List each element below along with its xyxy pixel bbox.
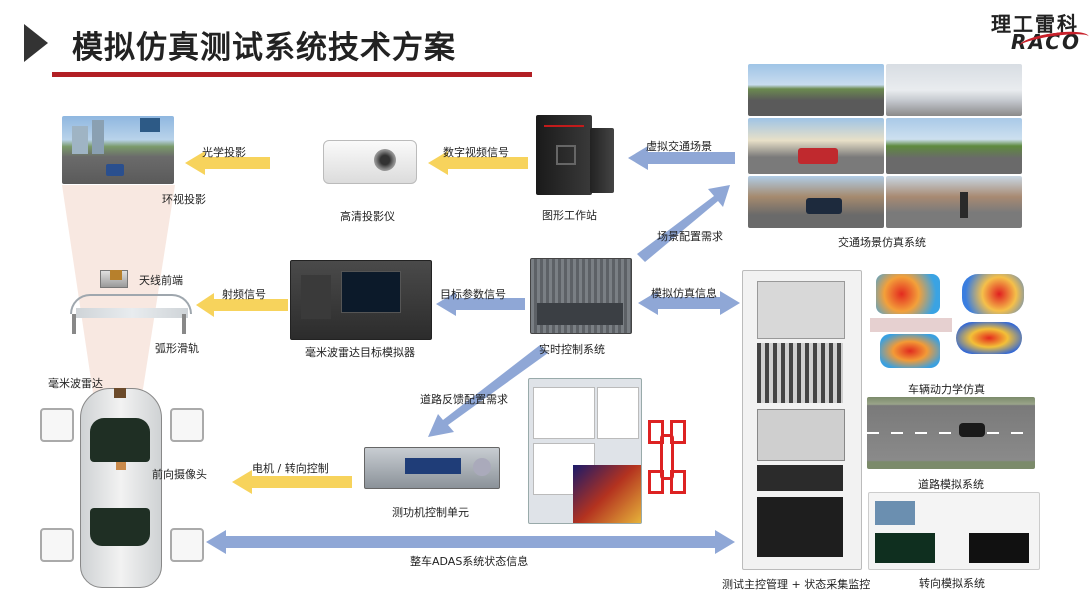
title-underline (52, 72, 532, 77)
vehicle-dynamics-image (866, 270, 1030, 374)
scene-tile-1 (748, 64, 884, 116)
arrow-optical-projection (185, 151, 270, 175)
traffic-scene-grid (748, 64, 1022, 228)
scene-tile-5 (748, 176, 884, 228)
page-title: 模拟仿真测试系统技术方案 (72, 30, 456, 66)
label-mmw-radar-target-sim: 毫米波雷达目标模拟器 (305, 346, 415, 359)
car-top-view-image (30, 378, 210, 590)
label-vehicle-dynamics: 车辆动力学仿真 (908, 383, 985, 396)
road-sim-image (867, 397, 1035, 469)
logo-en: RACO (1011, 30, 1081, 54)
arrow-adas-status (206, 530, 735, 554)
label-road-feedback-demand: 道路反馈配置需求 (420, 393, 508, 406)
label-virtual-traffic-scene: 虚拟交通场景 (646, 140, 712, 153)
label-front-camera: 前向摄像头 (152, 468, 207, 481)
graphics-workstation-image-2 (590, 128, 614, 193)
title-chevron-icon (24, 24, 48, 62)
label-rf-signal: 射频信号 (222, 288, 266, 301)
label-scene-config-demand: 场景配置需求 (657, 230, 723, 243)
arrow-virtual-scene (628, 146, 735, 170)
label-road-sim: 道路模拟系统 (918, 478, 984, 491)
arc-rail-image (70, 270, 192, 334)
arrow-motor-control (232, 470, 352, 494)
label-graphics-workstation: 图形工作站 (542, 209, 597, 222)
hd-projector-image (323, 140, 417, 184)
label-optical-projection: 光学投影 (202, 146, 246, 159)
label-realtime-control: 实时控制系统 (539, 343, 605, 356)
realtime-control-image (530, 258, 632, 334)
software-screenshot-image (528, 378, 642, 524)
label-traffic-scene-sim: 交通场景仿真系统 (838, 236, 926, 249)
scene-tile-4 (886, 118, 1022, 174)
label-target-param-signal: 目标参数信号 (440, 288, 506, 301)
scene-tile-6 (886, 176, 1022, 228)
chassis-diagram-image (646, 414, 686, 494)
surround-projection-image (62, 116, 174, 184)
label-steering-sim: 转向模拟系统 (919, 577, 985, 590)
mmw-radar-simulator-image (290, 260, 432, 340)
logo-cn: 理工雷科 (991, 12, 1079, 36)
steering-sim-image (868, 492, 1040, 570)
graphics-workstation-image (536, 115, 592, 195)
label-mmw-radar: 毫米波雷达 (48, 377, 103, 390)
label-digital-video-signal: 数字视频信号 (443, 146, 509, 159)
dyno-control-unit-image (364, 447, 500, 489)
yellow-arrows (185, 151, 528, 494)
label-main-control: 测试主控管理 + 状态采集监控 (722, 578, 871, 591)
label-hd-projector: 高清投影仪 (340, 210, 395, 223)
label-sim-info: 模拟仿真信息 (651, 287, 717, 300)
scene-tile-2 (886, 64, 1022, 116)
arrow-target-param (436, 292, 525, 316)
arrow-sim-info (638, 291, 740, 315)
main-control-rack-image (742, 270, 862, 570)
label-adas-status: 整车ADAS系统状态信息 (410, 555, 529, 568)
arrow-road-feedback (428, 345, 548, 437)
label-motor-steering-control: 电机 / 转向控制 (252, 462, 329, 475)
arrow-scene-config (637, 185, 730, 262)
arrow-digital-video (428, 151, 528, 175)
scene-tile-3 (748, 118, 884, 174)
arrow-rf-signal (196, 293, 288, 317)
blue-arrows (206, 146, 740, 554)
label-surround-projection: 环视投影 (162, 193, 206, 206)
label-arc-rail: 弧形滑轨 (155, 342, 199, 355)
label-antenna-frontend: 天线前端 (139, 274, 183, 287)
label-dyno-control-unit: 测功机控制单元 (392, 506, 469, 519)
